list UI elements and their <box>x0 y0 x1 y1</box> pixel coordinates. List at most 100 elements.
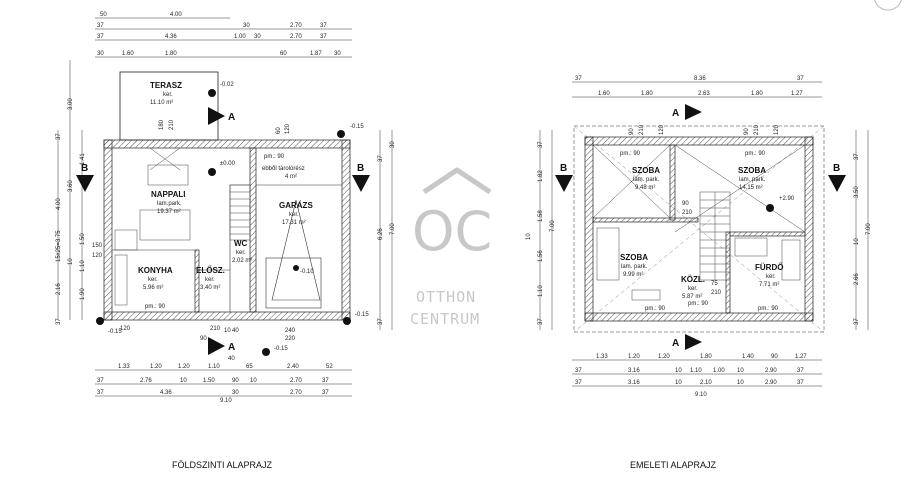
udim-l6: 1.10 <box>538 285 544 297</box>
idim-g-9: 10 <box>224 328 231 334</box>
rdim-g-4: 37 <box>378 318 384 325</box>
ldim-g-8: 1.10 <box>80 260 86 272</box>
udim-i5: 120 <box>774 124 780 135</box>
udim-b1f: 90 <box>771 354 778 360</box>
bdim-g-2f: 10 <box>250 378 257 384</box>
upper-section-b-left-marker <box>555 175 573 192</box>
wc-area: 2.02 m² <box>232 258 252 264</box>
bdim-g-2e: 90 <box>232 378 239 384</box>
bdim-g-1a: 1.33 <box>118 364 130 370</box>
dim-g-t4f: 30 <box>334 51 341 57</box>
section-b-right-marker <box>352 175 370 192</box>
udim-b2a: 37 <box>575 368 582 374</box>
udim-b3f: 2.90 <box>765 380 777 386</box>
storage-note: ebből tárolórész <box>262 166 305 172</box>
dim-g-t4b: 1.60 <box>122 51 134 57</box>
corner-level-ne: -0.15 <box>350 124 364 130</box>
idim-g-2: 60 <box>276 127 282 134</box>
bdim-g-3d: 2.70 <box>290 390 302 396</box>
idim-g-8: 90 <box>200 336 207 342</box>
ground-top-dimensions <box>95 17 352 58</box>
konyha-finish: ker. <box>148 277 158 283</box>
rdim-g-1: 30 <box>390 141 396 148</box>
bdim-g-1d: 1.10 <box>208 364 220 370</box>
szoba2-finish: lam. park. <box>739 177 766 183</box>
idim-g-5: 120 <box>92 253 103 259</box>
ground-bottom-dimension-lines <box>95 369 352 397</box>
udim-b1e: 1.40 <box>742 354 754 360</box>
udim-t2c: 2.63 <box>698 91 710 97</box>
idim-g-4: 150 <box>92 243 103 249</box>
elosz-name: ELŐSZ. <box>196 266 225 275</box>
dim-g-t1b: 4.00 <box>170 12 182 18</box>
udim-i0: 90 <box>629 128 635 135</box>
upper-floor-caption: EMELETI ALAPRAJZ <box>630 460 717 470</box>
dim-g-t1a: 50 <box>100 12 107 18</box>
udim-b3a: 37 <box>575 380 582 386</box>
nappali-area: 19.37 m² <box>157 209 181 215</box>
roof-diagonal-2 <box>573 125 825 333</box>
udim-i3: 90 <box>744 128 750 135</box>
section-a-top-label: A <box>228 112 235 123</box>
upper-section-a-top-label: A <box>672 108 679 119</box>
dim-g-t3e: 2.70 <box>290 34 302 40</box>
idim-g-0: 180 <box>159 119 165 130</box>
ground-level-markers <box>96 89 351 356</box>
dim-g-t3f: 37 <box>320 34 327 40</box>
garage-pm: pm.: 90 <box>264 154 285 160</box>
szoba3-name: SZOBA <box>620 253 648 262</box>
ldim-g-6: 15x25=3.75 <box>56 230 62 262</box>
bdim-g-2d: 1.50 <box>203 378 215 384</box>
garazs-name: GARÁZS <box>279 201 313 210</box>
dim-g-t3b: 4.36 <box>165 34 177 40</box>
garazs-area: 17.31 m² <box>282 220 306 226</box>
ground-left-dimension-lines <box>57 60 83 320</box>
idim-g-13: 220 <box>285 336 296 342</box>
kozl-area: 5.87 m² <box>682 294 702 300</box>
udim-i4: 210 <box>754 124 760 135</box>
idim-g-11: 40 <box>228 356 235 362</box>
kozl-name: KÖZL. <box>681 275 705 284</box>
bdim-g-2a: 37 <box>97 378 104 384</box>
upper-bottom-dimension-lines <box>572 359 822 387</box>
udim-t2e: 1.27 <box>791 91 803 97</box>
terasz-level: -0.02 <box>220 82 234 88</box>
udim-t2b: 1.80 <box>641 91 653 97</box>
wc-name: WC <box>234 239 248 248</box>
idim-g-12: 240 <box>285 328 296 334</box>
szoba2-area: 14.15 m² <box>739 185 763 191</box>
udim-b2f: 10 <box>737 368 744 374</box>
szoba3-pm: pm.: 90 <box>645 306 666 312</box>
dim-g-t3c: 1.00 <box>234 34 246 40</box>
upper-right-dimension-lines <box>855 130 869 330</box>
udim-l0: 37 <box>538 141 544 148</box>
ground-floor-plan: 50 4.00 37 30 2.70 37 37 4.36 1.00 30 2.… <box>56 12 396 404</box>
bdim-g-3a: 37 <box>97 390 104 396</box>
bdim-g-2b: 2.76 <box>140 378 152 384</box>
udim-b3c: 10 <box>675 380 682 386</box>
logo-line1: OTTHON <box>416 288 476 306</box>
upper-walls <box>584 136 814 322</box>
udim-t1a: 37 <box>575 76 582 82</box>
section-a-bottom-marker <box>208 337 225 355</box>
udim-b3g: 37 <box>797 380 804 386</box>
udim-r0: 37 <box>854 153 860 160</box>
udim-l7: 37 <box>538 318 544 325</box>
bdim-g-3b: 4.36 <box>160 390 172 396</box>
dim-g-t2b: 30 <box>243 23 250 29</box>
ground-right-dimension-lines <box>379 130 393 330</box>
udim-l4: 7.00 <box>550 220 556 232</box>
rdim-g-0: 37 <box>378 155 384 162</box>
rdim-g-3: 7.00 <box>390 223 396 235</box>
bdim-g-total: 9.10 <box>220 398 232 404</box>
section-b-left-marker <box>76 175 94 192</box>
section-b-right-label: B <box>357 163 364 174</box>
dim-g-t2a: 37 <box>97 23 104 29</box>
bdim-g-1b: 1.20 <box>150 364 162 370</box>
kitchen-pm: pm.: 90 <box>145 304 166 310</box>
upper-section-a-bottom-marker <box>685 334 702 350</box>
terasz-area: 11.10 m² <box>150 100 173 106</box>
udim-r3: 10 <box>854 238 860 245</box>
konyha-area: 5.96 m² <box>143 285 163 291</box>
